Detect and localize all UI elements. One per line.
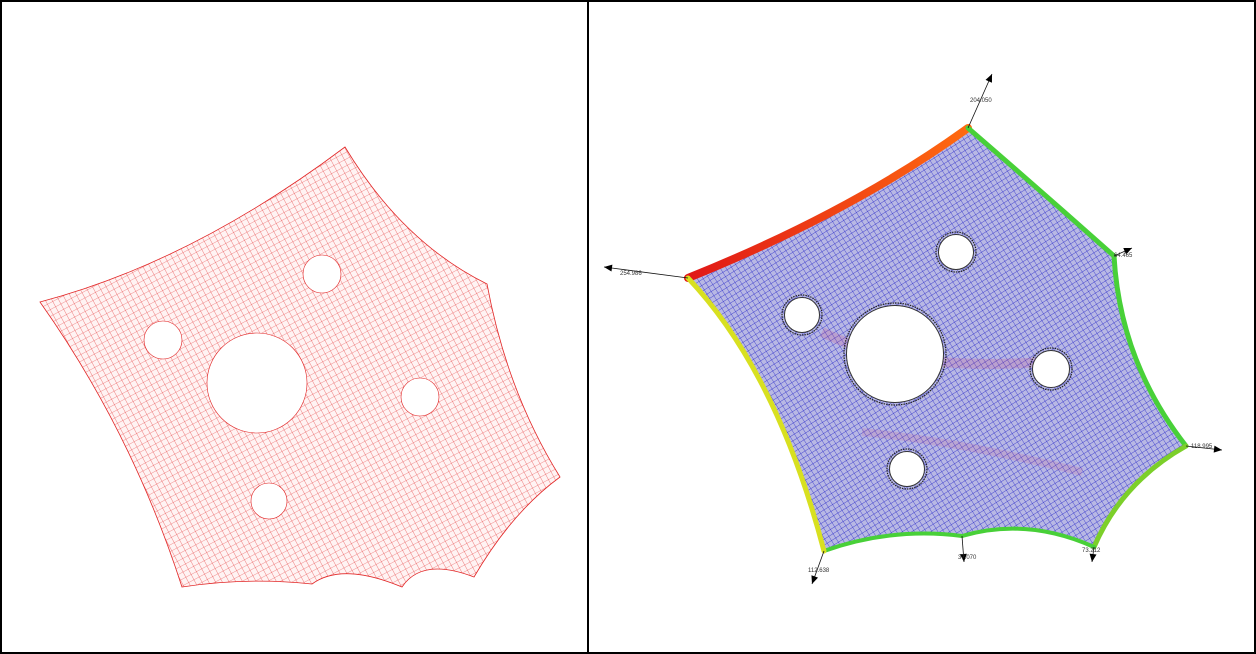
force-arrow-bottom-mid-label: 37.070 [958,555,977,561]
right-hole-east [1029,347,1073,391]
force-arrow-bottom-left: 112.638 [808,550,830,585]
right-hole-north [935,231,977,273]
force-arrow-top: 204.050 [967,73,993,129]
edge-cable-bottom-right [960,526,1096,549]
edge-cable-top-right [965,125,1117,259]
left-mesh-diagram [39,146,561,588]
force-arrow-top-label: 204.050 [970,98,992,104]
right-hole-south [886,448,928,490]
right-hole-center [843,302,947,406]
edge-cable-left [685,275,827,554]
edge-cable-bottom-left [822,531,964,553]
force-arrow-upper-right: 64.465 [1113,247,1133,259]
force-arrow-right-label: 118.995 [1191,444,1213,450]
left-hole-east [400,377,440,417]
force-arrow-right: 118.995 [1185,444,1223,453]
force-arrow-bottom-right-label: 73.212 [1082,548,1101,554]
force-arrow-bottom-mid: 37.070 [958,535,977,563]
left-hole-west [143,320,183,360]
force-arrow-bottom-left-label: 112.638 [808,568,830,574]
edge-cable-top-left [684,124,972,282]
force-arrow-left: 254.986 [603,264,689,279]
left-hole-center [206,332,308,434]
left-membrane [39,146,561,588]
force-arrows: 204.050 254.986 64.465 118.995 112.638 37.070… [603,73,1223,585]
right-mesh-diagram: 204.050 254.986 64.465 118.995 112.638 37.070… [603,73,1223,585]
left-hole-south [250,482,288,520]
force-arrow-left-label: 254.986 [620,271,642,277]
force-arrow-bottom-right: 73.212 [1082,546,1101,563]
edge-cable-lower-right [1091,443,1189,550]
right-hole-west [781,294,823,336]
right-panel: 204.050 254.986 64.465 118.995 112.638 37.070… [587,0,1256,654]
left-hole-north [302,254,342,294]
right-membrane [684,124,1189,554]
left-panel [0,0,589,654]
force-arrow-upper-right-label: 64.465 [1114,253,1133,259]
edge-cable-right [1111,253,1189,449]
